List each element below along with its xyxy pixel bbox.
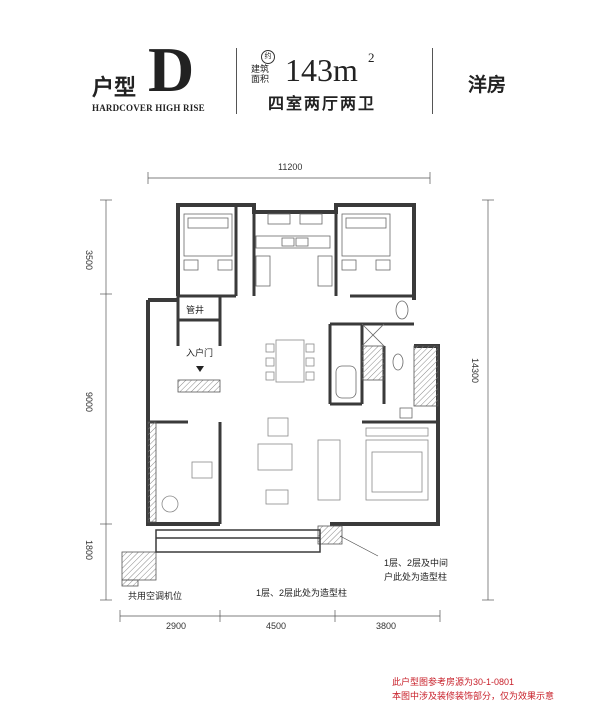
column-note-right-line1: 1层、2层及中间: [384, 558, 449, 568]
dim-bottom-2: 4500: [266, 621, 287, 631]
entry-arrow-icon: [196, 366, 204, 372]
column-note-bottom: 1层、2层此处为造型柱: [256, 588, 348, 598]
area-value: 143m: [285, 52, 358, 88]
dim-top: 11200: [278, 162, 303, 172]
area-caption-line2: 面积: [251, 74, 270, 84]
column-note-right-line2: 户此处为造型柱: [384, 572, 448, 582]
note-leader-line: [339, 535, 379, 557]
footer-disclaimer: 本图中涉及装修装饰部分，仅为效果示意: [392, 691, 555, 701]
master-suite-furniture: [365, 427, 429, 501]
approx-badge: 约: [261, 50, 275, 64]
exterior-walls: [146, 203, 440, 526]
kitchen-fixtures: [255, 213, 333, 287]
area-unit-superscript: 2: [368, 50, 375, 65]
dim-bottom-1: 2900: [166, 621, 187, 631]
area-caption-line1: 建筑: [251, 64, 270, 74]
house-style: 洋房: [468, 74, 507, 96]
shaft-label: 管井: [186, 305, 205, 315]
ac-position-label: 共用空调机位: [128, 591, 183, 601]
unit-type-label: 户型: [92, 75, 137, 100]
balcony: [155, 529, 321, 553]
area-caption: 约 建筑 面积: [251, 50, 275, 84]
unit-type-subtitle: HARDCOVER HIGH RISE: [92, 103, 205, 113]
bed-furniture: [183, 213, 391, 271]
interior-walls: [148, 205, 438, 524]
entry-door-label: 入户门: [186, 348, 214, 358]
header-divider-2: [432, 48, 433, 114]
hatched-areas: [121, 345, 439, 587]
header-divider-1: [236, 48, 237, 114]
unit-type-letter: D: [148, 34, 195, 105]
living-dining-furniture: [161, 339, 341, 513]
dim-bottom-3: 3800: [376, 621, 397, 631]
footer-reference: 此户型图参考房源为30-1-0801: [392, 677, 515, 687]
dimension-lines: [100, 172, 494, 622]
bathroom-fixtures: [335, 300, 413, 419]
room-layout: 四室两厅两卫: [268, 94, 377, 113]
